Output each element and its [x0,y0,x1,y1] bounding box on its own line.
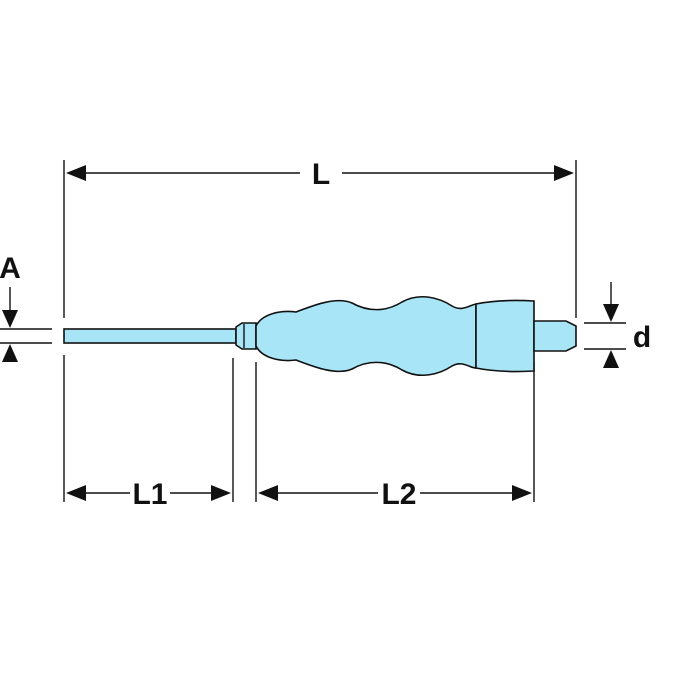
label-a: A [0,252,21,285]
arrow-right-icon [554,165,574,181]
arrow-right-icon [211,485,231,501]
label-l2: L2 [381,478,416,511]
dimension-l1: L1 [66,478,231,511]
pin-shaft [63,328,237,344]
arrow-right-icon [512,485,532,501]
handle-grip [255,295,477,377]
dimension-l: L [66,158,574,191]
pin-punch-tool [63,295,577,377]
handle-end [475,299,535,373]
arrow-up-icon [603,350,619,368]
extension-lines [0,160,626,502]
pin-collar [235,322,257,350]
arrow-left-icon [66,485,86,501]
dimension-l2: L2 [258,478,532,511]
arrow-left-icon [66,165,86,181]
arrow-down-icon [603,304,619,322]
label-d: d [633,321,651,354]
label-l1: L1 [132,478,167,511]
label-l: L [312,158,330,191]
dimension-a: A [0,252,21,362]
arrow-down-icon [2,310,18,328]
arrow-up-icon [2,344,18,362]
handle-cap [533,320,577,352]
arrow-left-icon [258,485,278,501]
dimension-d: d [603,282,651,368]
